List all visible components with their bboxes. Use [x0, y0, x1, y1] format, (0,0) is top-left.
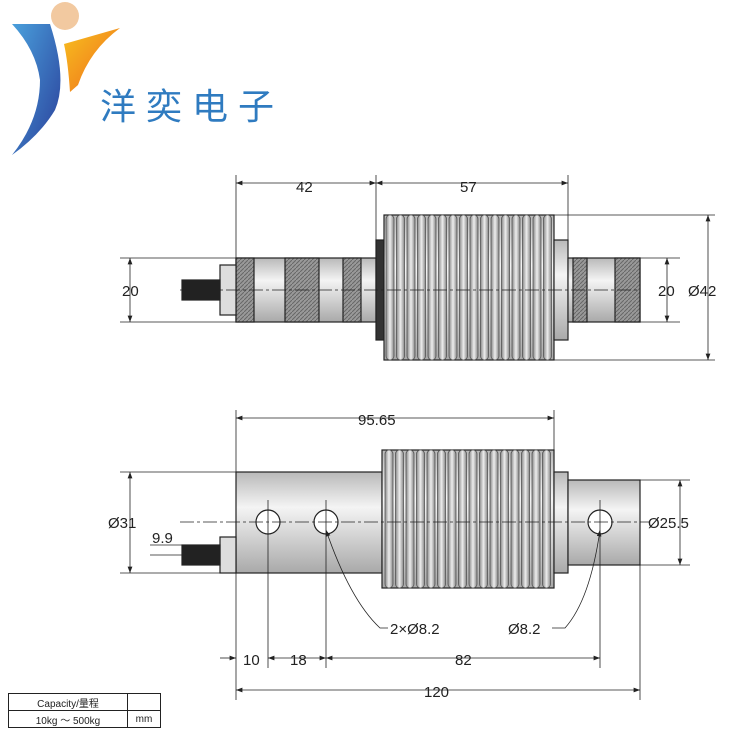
bellows-rib [447, 449, 457, 589]
dim-120: 120 [424, 684, 449, 701]
bellows-rib [511, 214, 521, 361]
label-holes-left: 2×Ø8.2 [390, 621, 440, 638]
bellows-rib [510, 449, 520, 589]
front-view [180, 449, 650, 589]
bellows-rib [543, 214, 552, 361]
bellows-rib [385, 214, 395, 361]
dim-10: 10 [243, 652, 260, 669]
bellows-rib [522, 214, 531, 361]
bellows-rib [521, 449, 530, 589]
capacity-value: 10kg ～ 500kg [8, 710, 128, 728]
bellows-rib [405, 449, 415, 589]
dim-57: 57 [460, 179, 477, 196]
bellows-rib [395, 449, 404, 589]
dim-18: 18 [290, 652, 307, 669]
bellows-rib [469, 214, 479, 361]
dim-20-right: 20 [658, 283, 675, 300]
bellows-rib [406, 214, 416, 361]
logo-icon [12, 2, 120, 155]
unit-cell: mm [127, 710, 161, 728]
bellows-rib [438, 214, 447, 361]
dim-20-left: 20 [122, 283, 139, 300]
bellows-rib [500, 449, 509, 589]
bellows-rib [468, 449, 478, 589]
bellows-rib [396, 214, 405, 361]
bellows-rib [458, 449, 467, 589]
dim-42: 42 [296, 179, 313, 196]
bellows-rib [417, 214, 426, 361]
bellows-rib [489, 449, 499, 589]
dim-82: 82 [455, 652, 472, 669]
bellows-rib [384, 449, 394, 589]
capacity-header: Capacity/量程 [8, 693, 128, 711]
bellows-rib [532, 214, 542, 361]
bellows-rib [426, 449, 436, 589]
empty-cell [127, 693, 161, 711]
bellows-rib [437, 449, 446, 589]
top-dimensions [120, 175, 715, 361]
dim-95-65: 95.65 [358, 412, 396, 429]
bellows-rib [459, 214, 468, 361]
brand-name: 洋奕电子 [100, 87, 285, 128]
bellows-rib [501, 214, 510, 361]
bellows-rib [448, 214, 458, 361]
bellows-rib [531, 449, 541, 589]
bellows-rib [490, 214, 500, 361]
bellows-rib [479, 449, 488, 589]
dim-diameter-25-5: Ø25.5 [648, 515, 689, 532]
label-hole-right: Ø8.2 [508, 621, 541, 638]
bellows-rib [427, 214, 437, 361]
bellows-rib [416, 449, 425, 589]
top-view [180, 214, 641, 361]
bellows-rib [542, 449, 551, 589]
front-dimensions [120, 410, 690, 700]
dim-9-9: 9.9 [152, 530, 173, 547]
dim-diameter-42: Ø42 [688, 283, 716, 300]
dim-diameter-31: Ø31 [108, 515, 136, 532]
bellows-rib [480, 214, 489, 361]
